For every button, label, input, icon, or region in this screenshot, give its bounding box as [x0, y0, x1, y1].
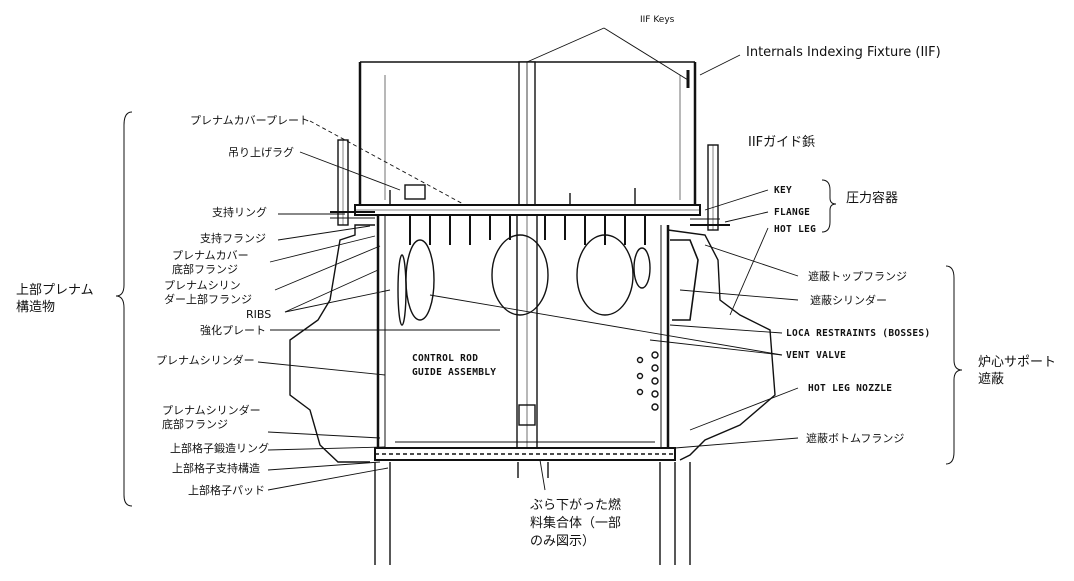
label-fuel-assembly-1: ぶら下がった燃 [530, 498, 622, 513]
lifting-lug [389, 184, 636, 205]
label-pressure-vessel: 圧力容器 [846, 191, 899, 206]
label-control-rod-1: CONTROL ROD [412, 353, 479, 364]
label-flange: FLANGE [774, 207, 811, 218]
label-iif: Internals Indexing Fixture (IIF) [746, 45, 941, 60]
vessel-right [667, 218, 776, 461]
guide-pins [337, 139, 719, 231]
label-key: KEY [774, 185, 793, 196]
plenum-openings [397, 234, 651, 326]
label-reinforcing-plate: 強化プレート [200, 324, 266, 337]
label-shield-bottom-flange: 遮蔽ボトムフランジ [806, 432, 905, 445]
braces [115, 111, 963, 507]
label-plenum-cyl-top-flange-1: プレナムシリン [164, 279, 241, 292]
label-plenum-cover-plate: プレナムカバープレート [190, 114, 311, 127]
label-shield-cylinder: 遮蔽シリンダー [810, 294, 887, 307]
cover-ribs [409, 215, 646, 245]
label-plenum-cover-bottom-flange-1: プレナムカバー [172, 249, 249, 262]
label-fuel-assembly-2: 料集合体（一部 [530, 516, 622, 531]
label-hot-leg-nozzle: HOT LEG NOZZLE [808, 383, 893, 394]
label-upper-grid-forged-ring: 上部格子鍛造リング [170, 442, 269, 455]
label-upper-grid-pad: 上部格子パッド [188, 484, 265, 497]
label-plenum-cover-bottom-flange-2: 底部フランジ [172, 263, 238, 276]
plenum-cylinder [376, 215, 670, 450]
label-core-support-shield-2: 遮蔽 [978, 372, 1005, 387]
vessel-left [289, 211, 375, 463]
label-vent-valve: VENT VALVE [786, 350, 847, 361]
label-fuel-assembly-3: のみ図示） [530, 534, 596, 549]
control-rod-guide [516, 214, 538, 461]
label-lifting-lug: 吊り上げラグ [228, 146, 294, 159]
leader-lines [257, 27, 799, 491]
label-control-rod-2: GUIDE ASSEMBLY [412, 367, 497, 378]
label-plenum-cyl-bottom-flange-2: 底部フランジ [162, 418, 228, 431]
label-plenum-cyl-top-flange-2: ダー上部フランジ [164, 293, 252, 306]
iif-fixture [358, 61, 697, 211]
label-hot-leg: HOT LEG [774, 224, 817, 235]
lower-columns [374, 462, 691, 565]
label-upper-plenum-assembly-1: 上部プレナム [16, 283, 94, 298]
label-shield-top-flange: 遮蔽トップフランジ [808, 270, 907, 283]
label-upper-plenum-assembly-2: 構造物 [16, 300, 56, 315]
label-iif-guide-pin: IIFガイド鋲 [748, 135, 816, 150]
vent-valve-bosses [636, 351, 659, 411]
label-ribs: RIBS [246, 308, 272, 321]
label-loca-restraints: LOCA RESTRAINTS (BOSSES) [786, 328, 931, 339]
label-core-support-shield-1: 炉心サポート [978, 355, 1057, 370]
label-support-ring: 支持リング [212, 206, 267, 219]
label-iif-keys: IIF Keys [640, 15, 675, 25]
label-plenum-cylinder: プレナムシリンダー [156, 354, 255, 367]
upper-grid [374, 441, 676, 461]
label-plenum-cyl-bottom-flange-1: プレナムシリンダー [162, 404, 261, 417]
plenum-cover-plate [354, 204, 701, 216]
label-support-flange: 支持フランジ [200, 232, 266, 245]
label-upper-grid-support: 上部格子支持構造 [172, 462, 260, 475]
